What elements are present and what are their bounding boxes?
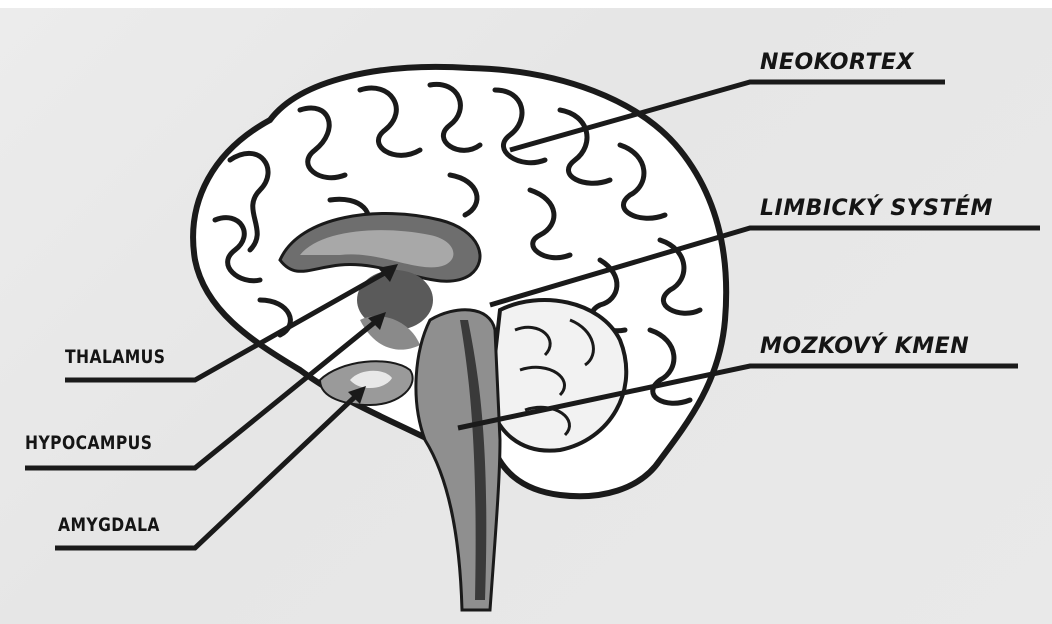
label-thalamus: THALAMUS (65, 346, 165, 368)
label-amygdala: AMYGDALA (58, 514, 160, 536)
label-neokortex: NEOKORTEX (760, 50, 914, 75)
label-limbicky-system: LIMBICKÝ SYSTÉM (760, 196, 993, 221)
label-hypocampus: HYPOCAMPUS (25, 432, 152, 454)
brainstem (416, 310, 500, 610)
label-mozkovy-kmen: MOZKOVÝ KMEN (760, 334, 969, 359)
